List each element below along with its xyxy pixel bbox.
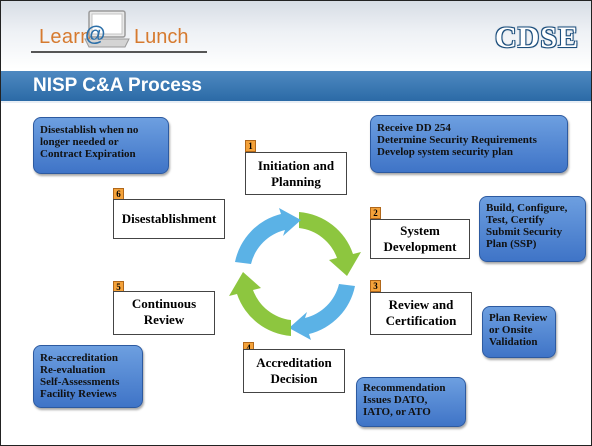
- note-line: Test, Certify: [486, 214, 545, 226]
- note-line: or Onsite: [489, 324, 533, 336]
- note-line: Plan (SSP): [486, 238, 537, 250]
- cycle-arrow-bottom-left: [229, 272, 291, 336]
- note-line: longer needed or: [40, 136, 119, 148]
- cycle-arrow-top-left: [235, 208, 301, 264]
- phase-accreditation-decision: Accreditation Decision: [243, 349, 345, 393]
- slide-title: NISP C&A Process: [33, 75, 202, 96]
- note-disestablish: Disestablish when no longer needed or Co…: [33, 117, 169, 174]
- note-line: Submit Security: [486, 226, 563, 238]
- laptop-icon: [84, 10, 130, 48]
- phase-number-3: 3: [370, 280, 381, 292]
- note-line: Determine Security Requirements: [377, 134, 537, 146]
- note-review-tasks: Plan Review or Onsite Validation: [482, 306, 556, 358]
- note-line: Contract Expiration: [40, 148, 136, 160]
- logo-learn-text: Learn: [39, 26, 92, 48]
- note-line: IATO, or ATO: [363, 406, 431, 418]
- cycle-arrow-top-right: [299, 212, 361, 276]
- phase-review-certification: Review and Certification: [370, 292, 472, 335]
- note-line: Re-accreditation: [40, 352, 118, 364]
- note-line: Build, Configure,: [486, 202, 568, 214]
- header-bar: Learn @ Lunch CDSE: [1, 1, 591, 69]
- note-line: Facility Reviews: [40, 388, 117, 400]
- phase-continuous-review: Continuous Review: [113, 291, 215, 335]
- note-line: Plan Review: [489, 312, 548, 324]
- title-bar: NISP C&A Process: [1, 71, 591, 101]
- note-line: Disestablish when no: [40, 124, 139, 136]
- note-line: Receive DD 254: [377, 122, 451, 134]
- phase-system-development: System Development: [370, 219, 470, 259]
- logo-lunch-text: Lunch: [134, 26, 189, 48]
- cdse-logo: CDSE: [495, 21, 580, 54]
- note-line: Issues DATO,: [363, 394, 428, 406]
- title-divider: [1, 101, 591, 103]
- logo-underline: [31, 51, 207, 53]
- note-accreditation-outcomes: Recommendation Issues DATO, IATO, or ATO: [356, 377, 466, 427]
- logo-at-symbol: @: [85, 23, 106, 46]
- cycle-arrow-bottom-right: [289, 284, 355, 340]
- phase-number-2: 2: [370, 207, 381, 219]
- note-line: Re-evaluation: [40, 364, 106, 376]
- phase-number-1: 1: [245, 140, 256, 152]
- note-line: Self-Assessments: [40, 376, 120, 388]
- note-line: Validation: [489, 336, 538, 348]
- phase-initiation-planning: Initiation and Planning: [245, 152, 347, 195]
- note-line: Develop system security plan: [377, 146, 513, 158]
- note-initiation-tasks: Receive DD 254 Determine Security Requir…: [370, 115, 568, 173]
- note-continuous-review-tasks: Re-accreditation Re-evaluation Self-Asse…: [33, 345, 143, 408]
- note-line: Recommendation: [363, 382, 446, 394]
- phase-disestablishment: Disestablishment: [113, 199, 225, 239]
- cycle-arrows-diagram: [229, 208, 361, 340]
- note-development-tasks: Build, Configure, Test, Certify Submit S…: [479, 196, 586, 262]
